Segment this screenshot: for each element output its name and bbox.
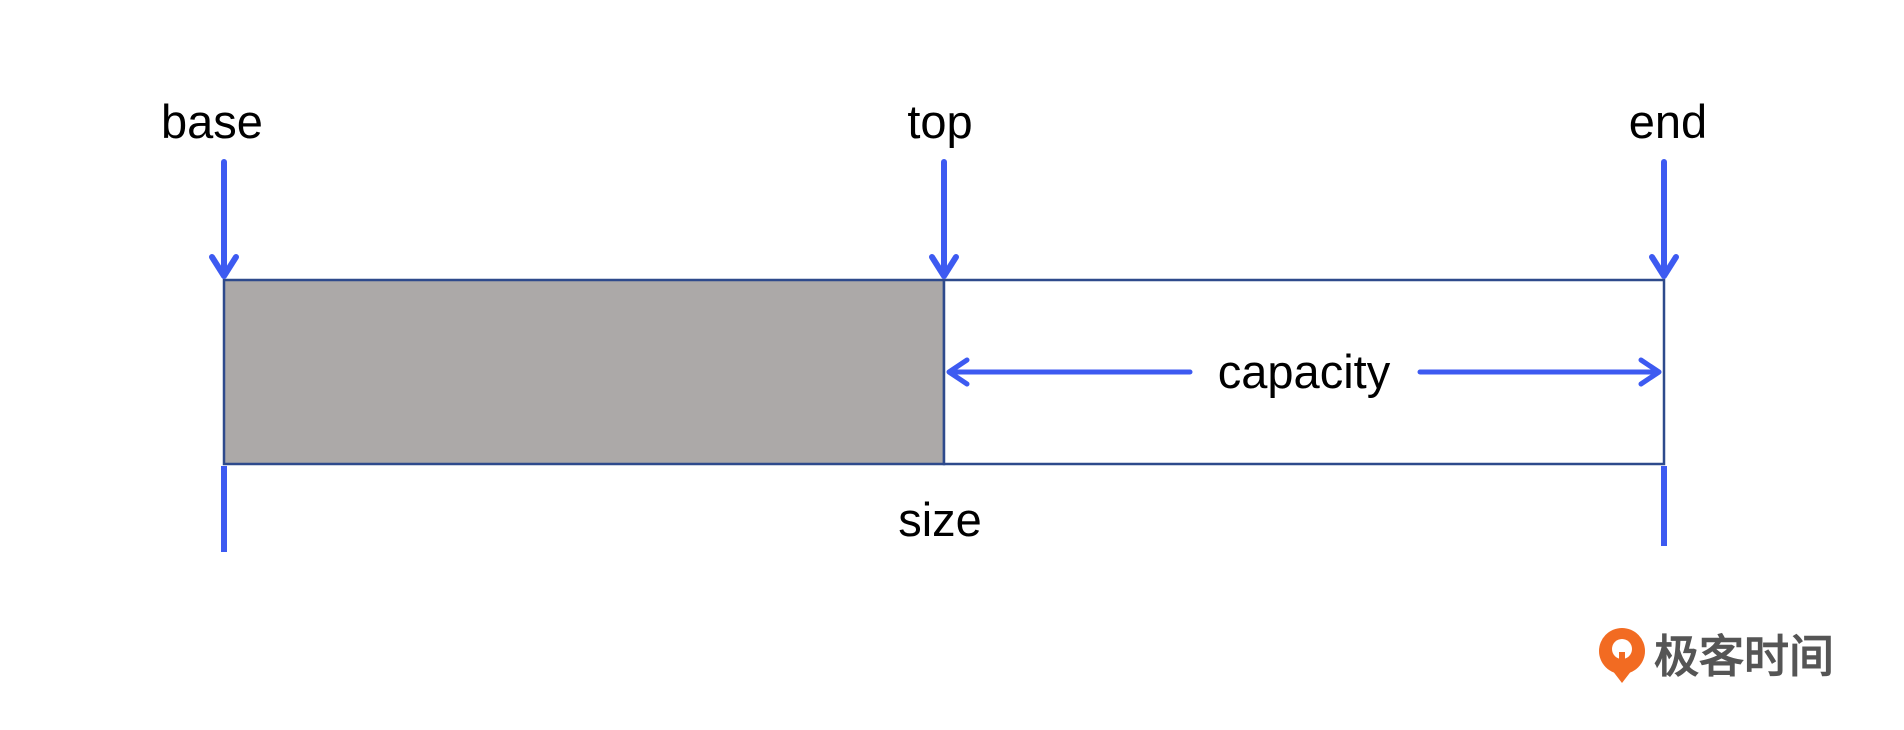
capacity-arrow	[946, 357, 1662, 387]
base-label: base	[161, 95, 263, 148]
top-arrow	[929, 159, 959, 279]
base-arrow	[209, 159, 239, 279]
capacity-label: capacity	[1218, 345, 1391, 398]
end-arrow	[1649, 159, 1679, 279]
size-label: size	[898, 493, 982, 546]
top-label: top	[907, 95, 972, 148]
geektime-logo: 极客时间	[1599, 628, 1834, 683]
end-label: end	[1629, 95, 1707, 148]
logo-text: 极客时间	[1654, 630, 1834, 683]
used-region	[222, 278, 946, 466]
geektime-logo-icon	[1599, 628, 1645, 683]
